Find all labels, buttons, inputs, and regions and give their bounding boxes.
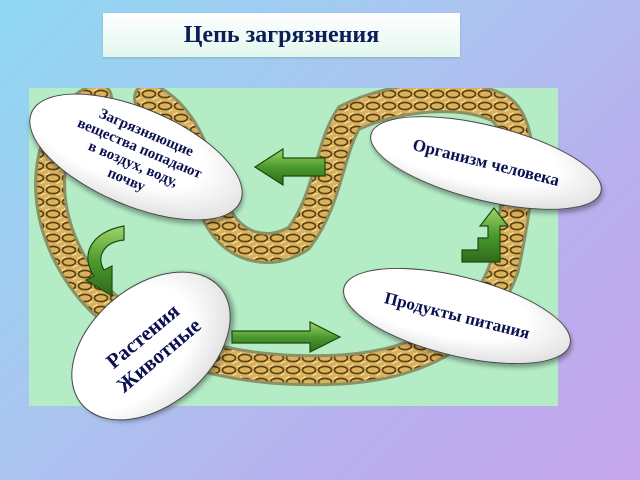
curved-arrow-icon [84,225,125,298]
page-title: Цепь загрязнения [183,21,380,48]
right-arrow-icon [231,321,342,353]
bent-up-arrow-icon [461,207,510,263]
left-arrow-icon [253,147,326,187]
title-box: Цепь загрязнения [103,13,460,57]
